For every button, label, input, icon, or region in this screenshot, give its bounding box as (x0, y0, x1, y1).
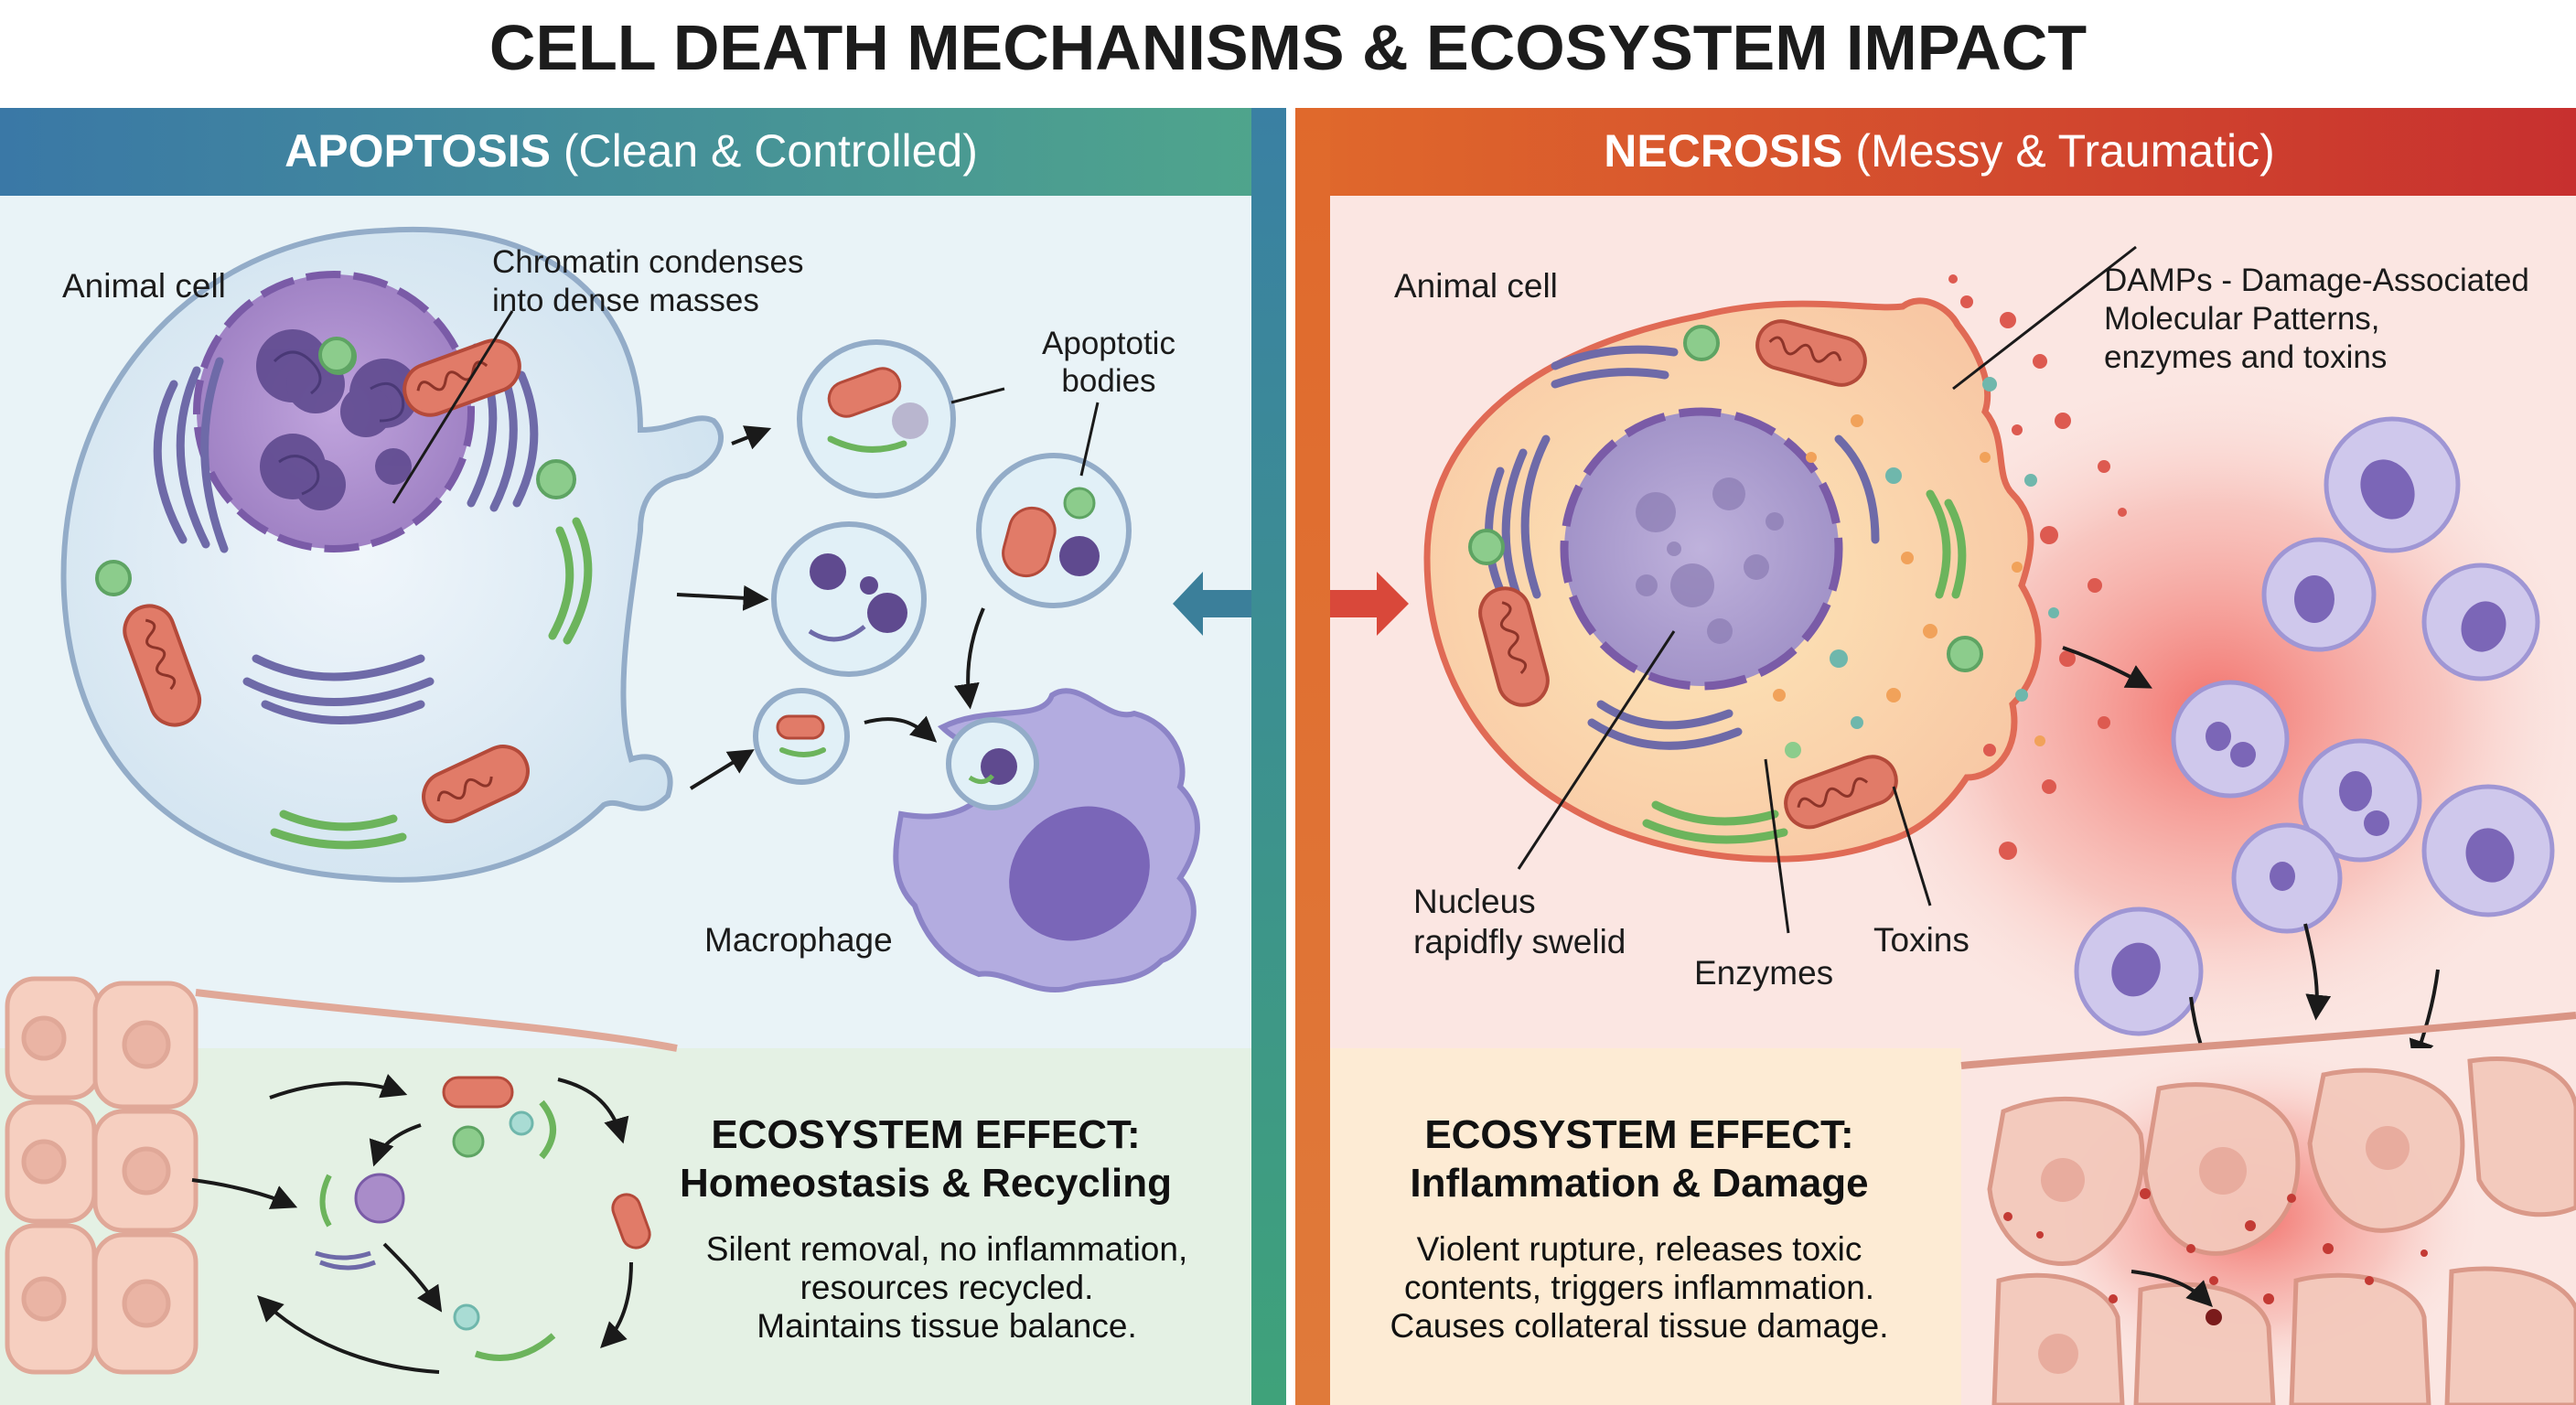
damps-label-line-1: DAMPs - Damage-Associated (2104, 263, 2529, 298)
enzymes-label: Enzymes (1694, 954, 1833, 992)
apoptosis-side-bar (1251, 108, 1286, 1405)
necrosis-panel: NECROSIS (Messy & Traumatic) (1173, 108, 2576, 1405)
necrosis-header-bar (1295, 108, 2576, 196)
chromatin-label-line-2: into dense masses (492, 283, 759, 318)
released-damps (1948, 274, 2127, 860)
necrosis-mitochondria (1478, 319, 1898, 830)
damps-label-line-2: Molecular Patterns, (2104, 301, 2380, 337)
apoptotic-bodies-label-line-1: Apoptotic (1042, 326, 1175, 361)
apoptotic-bodies-label-line-2: bodies (1061, 363, 1155, 399)
apoptotic-animal-cell (60, 226, 724, 883)
damaged-tissue (1960, 1012, 2576, 1405)
necrosis-animal-cell-label: Animal cell (1394, 267, 1558, 305)
apoptosis-panel: APOPTOSIS (Clean & Controlled) (0, 108, 1286, 1405)
toxins-label: Toxins (1873, 921, 1970, 959)
nucleus-label-line-1: Nucleus (1413, 883, 1536, 920)
necrosis-effect-title-line-2: Inflammation & Damage (1410, 1161, 1868, 1206)
apoptosis-animal-cell-label: Animal cell (62, 267, 226, 305)
recycling-cycle (191, 1074, 651, 1374)
left-pointing-arrow (1173, 572, 1251, 636)
necrosis-effect-text-line-1: Violent rupture, releases toxic (1417, 1230, 1862, 1268)
necrosis-effect-area (1330, 1048, 1961, 1405)
mitochondria (123, 338, 530, 823)
apoptosis-header: APOPTOSIS (Clean & Controlled) (284, 125, 978, 177)
apoptosis-effect-text-line-2: resources recycled. (800, 1269, 1094, 1306)
necrosis-arrows (1517, 245, 2440, 1094)
necrosis-side-bar (1295, 108, 1330, 1405)
macrophage-cell (893, 688, 1200, 992)
healthy-tissue (5, 976, 199, 1375)
necrosis-effect-title-line-1: ECOSYSTEM EFFECT: (1424, 1112, 1853, 1157)
apoptosis-effect-title-line-2: Homeostasis & Recycling (680, 1161, 1172, 1206)
apoptosis-arrows (676, 387, 1100, 790)
right-pointing-arrow (1330, 572, 1409, 636)
necrosis-effect-text-line-3: Causes collateral tissue damage. (1390, 1307, 1888, 1345)
macrophage-label: Macrophage (704, 921, 893, 959)
necrosis-header: NECROSIS (Messy & Traumatic) (1604, 125, 2274, 177)
apoptosis-effect-text-line-1: Silent removal, no inflammation, (706, 1230, 1187, 1268)
chromatin-label-line-1: Chromatin condenses (492, 244, 803, 280)
necrosis-effect-text-line-2: contents, triggers inflammation. (1404, 1269, 1874, 1306)
immune-cells (2074, 416, 2555, 1036)
necrotic-animal-cell (1423, 297, 2042, 863)
main-title: CELL DEATH MECHANISMS & ECOSYSTEM IMPACT (489, 12, 2087, 83)
damps-label-line-3: enzymes and toxins (2104, 339, 2387, 375)
apoptotic-bodies (753, 339, 1132, 785)
apoptosis-header-bar (0, 108, 1264, 196)
chromatin-leader-line (392, 310, 514, 504)
apoptosis-effect-text-line-3: Maintains tissue balance. (757, 1307, 1136, 1345)
apoptosis-effect-title-line-1: ECOSYSTEM EFFECT: (711, 1112, 1140, 1157)
nucleus-label-line-2: rapidfly swelid (1413, 923, 1626, 960)
